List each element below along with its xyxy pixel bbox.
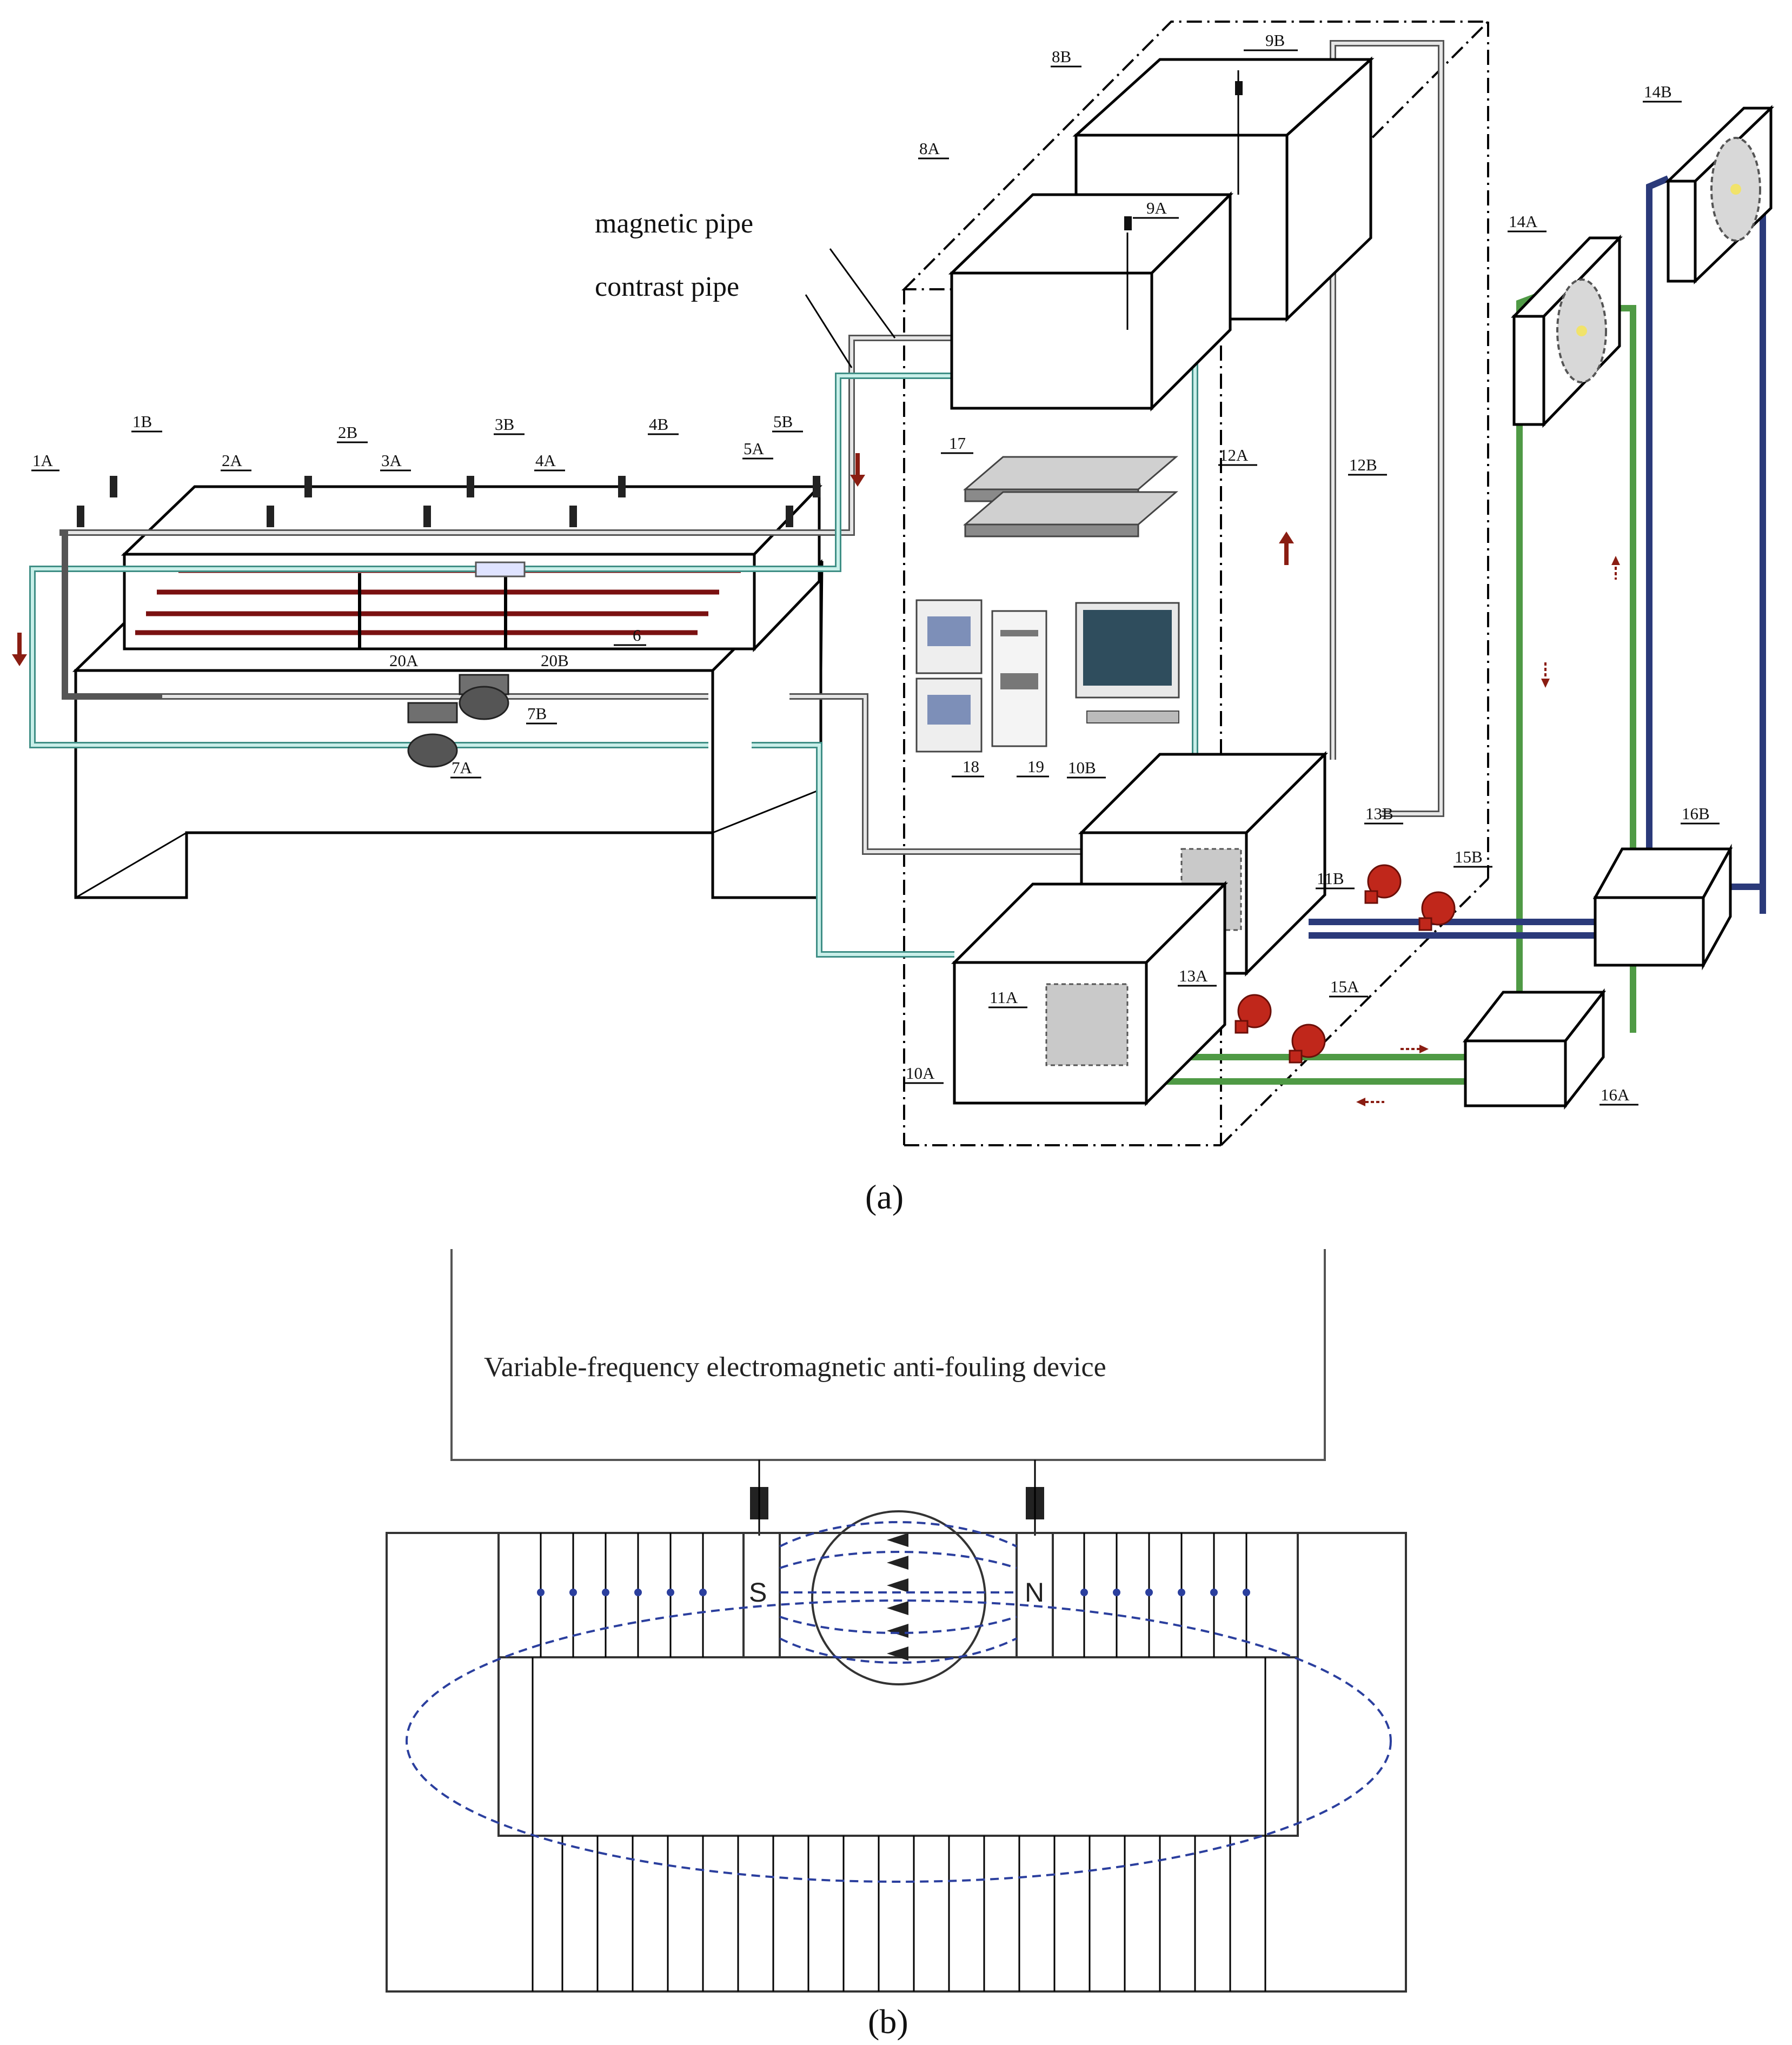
test-section-6 [29, 476, 824, 899]
callout-15b: 15B [1455, 847, 1483, 866]
pipe-label-magnetic: magnetic pipe [595, 208, 753, 239]
pipe-label-contrast: contrast pipe [595, 271, 739, 302]
callout-16b: 16B [1682, 804, 1710, 823]
callout-2b: 2B [338, 423, 357, 442]
tank-10a [951, 880, 1229, 1107]
pump-15a [1289, 1024, 1326, 1064]
callout-9b: 9B [1265, 31, 1285, 50]
callout-13b: 13B [1365, 804, 1393, 823]
cooling-tower-14a [1511, 234, 1623, 428]
callout-7a: 7A [452, 758, 473, 777]
panel-b-caption: (b) [868, 2002, 908, 2041]
callout-13a: 13A [1179, 966, 1208, 985]
callout-6: 6 [633, 626, 641, 645]
callout-14b: 14B [1644, 82, 1672, 101]
panel-a-caption: (a) [865, 1178, 904, 1216]
water-box-16a [1462, 988, 1607, 1110]
computer-19 [991, 602, 1180, 747]
panel-b-electromagnetic-device: Variable-frequency electromagnetic anti-… [386, 1249, 1407, 2041]
callout-3b: 3B [495, 415, 514, 434]
callout-19: 19 [1027, 757, 1044, 776]
callout-1a: 1A [32, 451, 54, 470]
callout-1b: 1B [132, 412, 152, 431]
callout-17: 17 [949, 434, 966, 453]
callout-20b: 20B [541, 651, 569, 670]
tank-8b-heater [1235, 70, 1243, 195]
callout-10b: 10B [1068, 758, 1096, 777]
coil-windings [537, 1533, 1250, 1991]
field-arrows [887, 1533, 908, 1661]
flowmeter-7a [407, 702, 458, 768]
tank-8a [948, 191, 1234, 412]
callout-9a: 9A [1146, 198, 1167, 217]
pole-n: N [1025, 1577, 1044, 1608]
pump-15b [1418, 891, 1456, 931]
water-box-16b [1592, 844, 1733, 971]
callout-18: 18 [963, 757, 979, 776]
flow-arrows [12, 453, 1620, 1106]
callout-8b: 8B [1052, 47, 1071, 66]
callout-4a: 4A [535, 451, 556, 470]
callout-20a: 20A [389, 651, 419, 670]
callout-12b: 12B [1349, 455, 1377, 474]
pump-13a [1235, 994, 1272, 1034]
callout-15a: 15A [1330, 977, 1359, 996]
callout-12a: 12A [1219, 446, 1249, 464]
pumps [1235, 864, 1456, 1064]
callout-7b: 7B [527, 704, 547, 723]
flowmeter-7b [459, 674, 509, 720]
callout-5a: 5A [744, 439, 765, 458]
magnetic-field-lines [406, 1521, 1392, 1883]
component-callouts: 1A 1B 2A 2B 3A 3B 4A 4B 5A 5B 6 7A 7B [31, 31, 1720, 1106]
callout-10a: 10A [906, 1064, 935, 1083]
device-label: Variable-frequency electromagnetic anti-… [484, 1352, 1106, 1383]
pump-13b [1364, 864, 1402, 904]
callout-8a: 8A [919, 139, 940, 158]
sensor-taps [77, 476, 820, 527]
pole-s: S [749, 1577, 767, 1608]
callout-16a: 16A [1601, 1085, 1630, 1104]
callout-5b: 5B [773, 412, 793, 431]
panel-a-schematic: magnetic pipe contrast pipe 1A 1B 2A 2B … [12, 21, 1775, 1216]
callout-2a: 2A [222, 451, 243, 470]
callout-14a: 14A [1509, 212, 1538, 231]
pipe-label-group: magnetic pipe contrast pipe [595, 208, 896, 368]
callout-4b: 4B [649, 415, 668, 434]
meters-18 [915, 599, 983, 753]
data-acquisition-17 [963, 456, 1179, 537]
callout-3a: 3A [381, 451, 402, 470]
cooling-tower-14b [1664, 105, 1775, 284]
callout-11b: 11B [1317, 869, 1344, 888]
callout-11a: 11A [990, 988, 1018, 1007]
